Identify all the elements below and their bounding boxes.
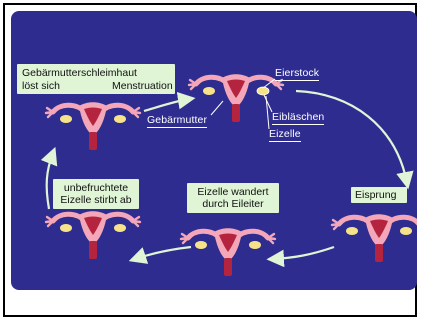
pointer-eiblaeschen xyxy=(264,95,272,112)
label-gebaermutter: Gebärmutter xyxy=(147,114,207,128)
pointer-eizelle xyxy=(266,96,269,129)
label-eizelle: Eizelle xyxy=(269,128,301,142)
box-eisprung: Eisprung xyxy=(351,187,407,203)
cycle-diagram xyxy=(11,11,417,290)
box-menstruation-line2: löst sich xyxy=(22,80,60,92)
arrow-to-bottom xyxy=(273,247,334,259)
uterus-bottom-left xyxy=(46,211,140,259)
figure-frame: Gebärmutterschleimhaut löst sich Menstru… xyxy=(3,3,417,317)
box-menstruation: Gebärmutterschleimhaut löst sich Menstru… xyxy=(17,64,175,94)
arrow-to-top xyxy=(144,99,189,111)
box-egg-wanders: Eizelle wandert durch Eileiter xyxy=(187,183,279,213)
label-eierstock: Eierstock xyxy=(275,67,319,81)
arrow-to-eisprung xyxy=(296,91,407,183)
box-egg-wanders-line2: durch Eileiter xyxy=(187,198,279,210)
arrow-to-bottom-left xyxy=(135,247,191,259)
box-egg-dies-line1: unbefruchtete xyxy=(53,179,139,194)
box-menstruation-line1: Gebärmutterschleimhaut xyxy=(22,67,137,79)
cycle-panel: Gebärmutterschleimhaut löst sich Menstru… xyxy=(11,11,417,290)
box-egg-dies: unbefruchtete Eizelle stirbt ab xyxy=(53,179,139,209)
box-egg-dies-line2: Eizelle stirbt ab xyxy=(53,194,139,206)
follicle-marker xyxy=(257,87,269,95)
label-eiblaeschen: Eibläschen xyxy=(272,111,324,125)
box-egg-wanders-line1: Eizelle wandert xyxy=(187,183,279,198)
uterus-top-left xyxy=(46,102,140,150)
box-eisprung-label: Eisprung xyxy=(355,189,396,201)
uterus-bottom xyxy=(181,228,275,276)
pointer-gebaermutter xyxy=(211,101,223,115)
box-menstruation-line2b: Menstruation xyxy=(112,80,173,92)
uterus-right xyxy=(332,214,417,262)
